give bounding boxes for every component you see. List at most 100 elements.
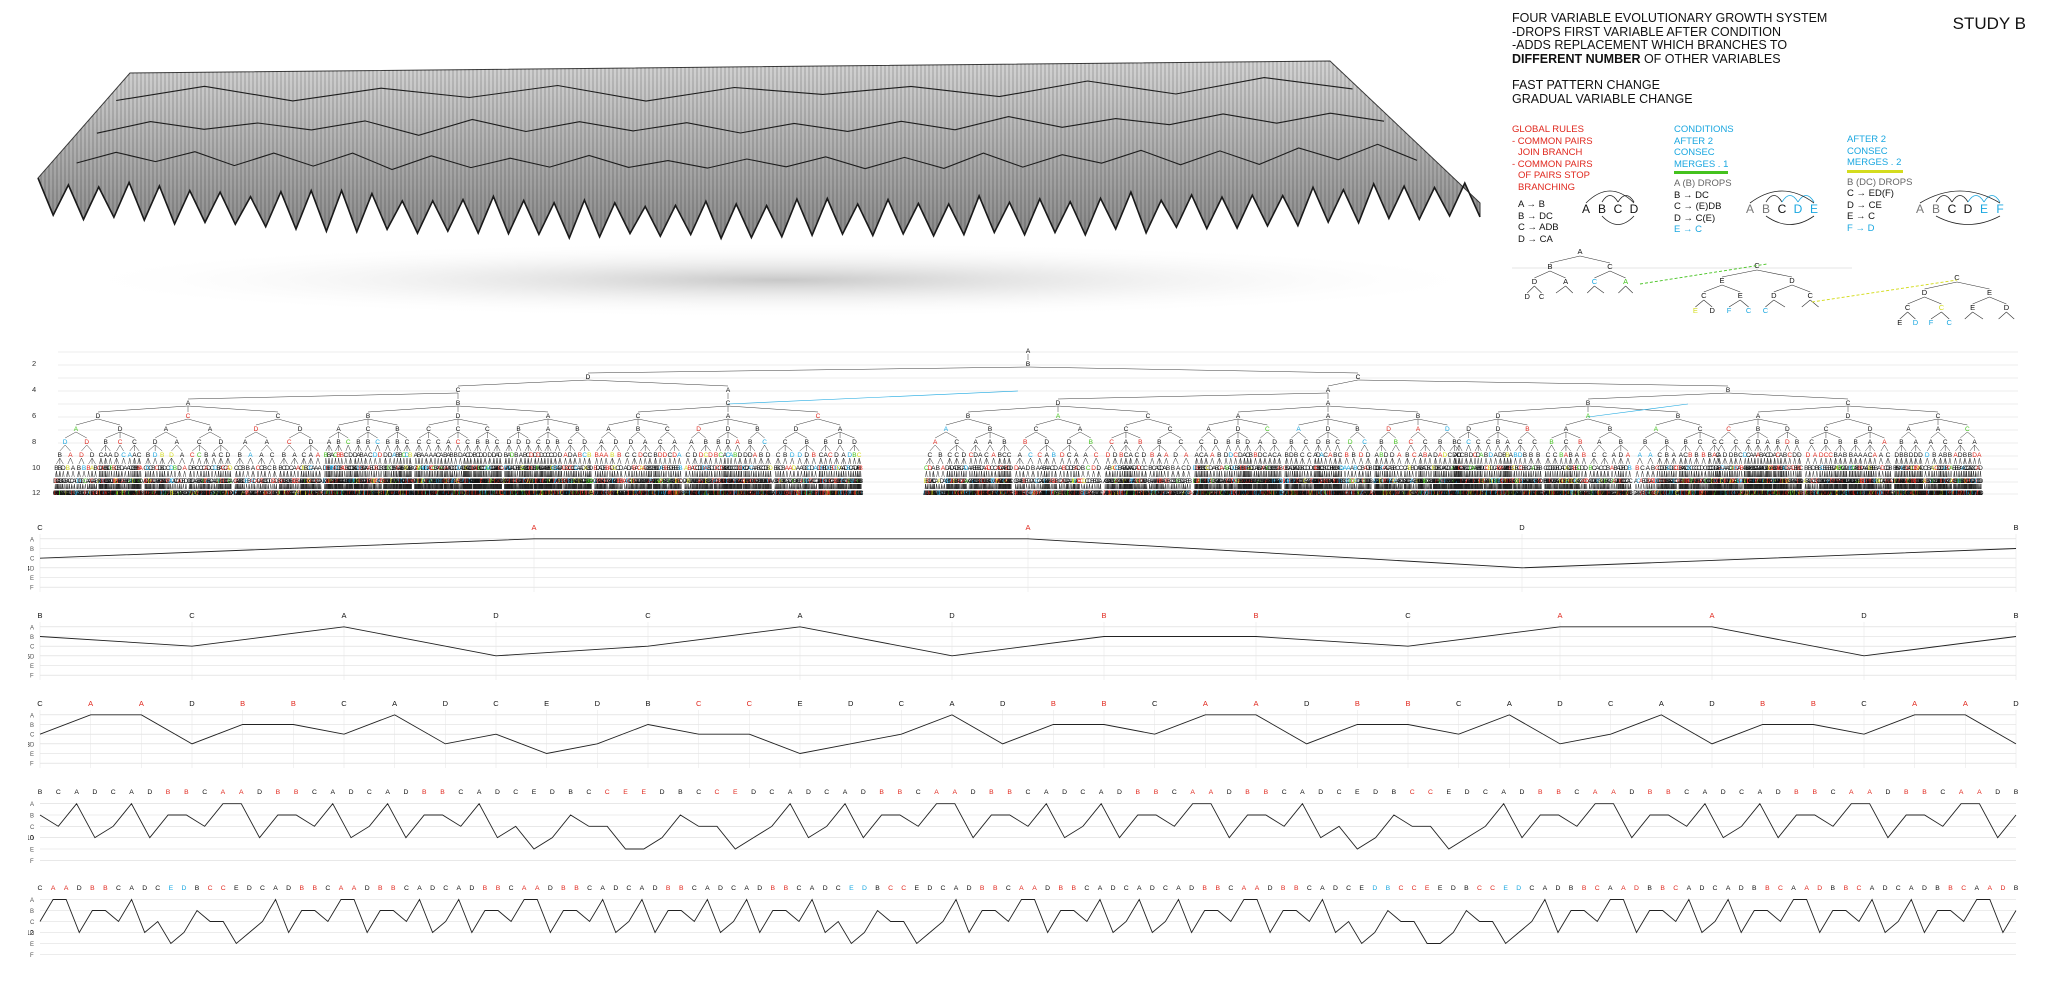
mini-tree-edge: [1550, 256, 1580, 263]
mini-tree-edge: [1757, 270, 1792, 277]
tree-edge: [339, 419, 368, 425]
mini-tree-node: C: [1539, 292, 1545, 301]
mini-tree-node: C: [1592, 277, 1598, 286]
tree-edge: [458, 406, 548, 412]
mini-tree-node: B: [1547, 262, 1552, 271]
tree-edge: [728, 406, 818, 412]
tree-edge: [278, 419, 300, 425]
mini-tree-edge: [1594, 286, 1604, 293]
mini-tree-edge: [1587, 286, 1594, 293]
mini-tree-node: E: [1693, 306, 1698, 315]
relation-graph-3: ABCDEF: [1916, 191, 2004, 225]
mini-tree-edge: [1999, 312, 2007, 319]
generation-tick: 10: [32, 463, 40, 472]
tree-edge: [1058, 419, 1080, 425]
tree-edge: [458, 419, 487, 425]
tree-edge: [946, 419, 968, 425]
tree-edge: [368, 406, 458, 412]
tree-edge: [638, 406, 728, 412]
graph-node-label: F: [1996, 202, 2003, 216]
tree-edge: [699, 419, 728, 425]
graph-arc: [1936, 216, 2000, 225]
tree-edge: [1328, 380, 1358, 386]
tree-edge: [188, 406, 278, 412]
tree-edge: [1058, 406, 1148, 412]
header-line-5: FAST PATTERN CHANGE: [1512, 79, 2032, 93]
graph-node-label: B: [1762, 202, 1770, 216]
tree-edge: [368, 419, 397, 425]
tree-edge: [188, 419, 210, 425]
generation-tick: 12: [32, 488, 40, 497]
mini-tree-link: [1812, 280, 1957, 302]
mini-tree-node: C: [1763, 306, 1769, 315]
tree-edge: [728, 419, 757, 425]
mini-tree-node: E: [1897, 318, 1902, 327]
render-fiber-texture: [38, 61, 1480, 239]
header-line-3: -ADDS REPLACEMENT WHICH BRANCHES TO: [1512, 39, 2032, 53]
tree-edge: [188, 393, 458, 399]
mini-tree-edge: [1774, 285, 1792, 292]
graph-node-label: D: [1794, 202, 1803, 216]
tree-edge: [818, 419, 840, 425]
rules-panel: GLOBAL RULES - COMMON PAIRS JOIN BRANCH …: [1512, 124, 2042, 339]
header-line-4: DIFFERENT NUMBER OF OTHER VARIABLES: [1512, 53, 2032, 67]
mini-tree-edge: [1722, 270, 1757, 277]
mini-trees: ABCDACADCCEDCEDCEDFCCCDECCEDEDFC: [1512, 247, 2014, 327]
mini-tree-node: D: [2004, 303, 2010, 312]
mini-tree-node: C: [1939, 303, 1945, 312]
graph-node-label: A: [1582, 202, 1590, 216]
mini-tree-node: D: [1524, 292, 1530, 301]
tree-edge: [98, 406, 188, 412]
relation-graph-2: ABCDE: [1746, 191, 1818, 225]
mini-tree-node: D: [1789, 276, 1795, 285]
tree-generation-ticks: 24681012: [32, 359, 40, 497]
mini-tree-edge: [1626, 286, 1633, 293]
graph-node-label: A: [1916, 202, 1924, 216]
graph-node-label: C: [1948, 202, 1957, 216]
mini-tree-edge: [1973, 312, 1983, 319]
tree-edge: [429, 419, 458, 425]
mini-tree-node: E: [1987, 288, 1992, 297]
mini-tree-node: C: [1946, 318, 1952, 327]
mini-tree-node: A: [1577, 247, 1582, 256]
graph-node-label: B: [1598, 202, 1606, 216]
mini-tree-edge: [2006, 312, 2014, 319]
mini-tree-node: C: [1607, 262, 1613, 271]
graph-node-label: C: [1778, 202, 1787, 216]
mini-tree-node: A: [1623, 277, 1628, 286]
mini-tree-node: E: [1970, 303, 1975, 312]
tree-edge: [1036, 419, 1058, 425]
tree-edge: [1058, 393, 1328, 399]
mini-tree-node: E: [1738, 291, 1743, 300]
render-shadow: [60, 242, 1500, 318]
tree-edge: [588, 367, 1028, 373]
mini-tree-edge: [1580, 256, 1610, 263]
relation-graph-1: ABCD: [1582, 191, 1639, 225]
mini-tree-node: A: [1563, 277, 1568, 286]
mini-tree-node: C: [1954, 273, 1960, 282]
tree-edge: [1358, 380, 1728, 386]
study-label: STUDY B: [1953, 14, 2026, 34]
mini-tree-node: F: [1727, 306, 1732, 315]
header-line-4-rest: OF OTHER VARIABLES: [1640, 52, 1780, 66]
mini-tree-node: D: [1709, 306, 1715, 315]
mini-tree-edge: [1957, 282, 1990, 289]
mini-tree-node: C: [1701, 291, 1707, 300]
graph-node-label: E: [1980, 202, 1988, 216]
mini-tree-node: D: [1532, 277, 1538, 286]
tree-edge: [519, 419, 548, 425]
tree-edge: [609, 419, 638, 425]
mini-tree-node: C: [1746, 306, 1752, 315]
generation-tick: 2: [32, 359, 36, 368]
growth-tree: 24681012 ABDCADADBBDCBCDDBCCBABACBDCDDBB…: [28, 344, 2028, 504]
tree-edge: [968, 419, 990, 425]
3d-growth-render: [20, 28, 1500, 328]
generation-tick: 6: [32, 411, 36, 420]
mini-tree-node: C: [1905, 303, 1911, 312]
generation-tick: 4: [32, 385, 36, 394]
graph-arc: [1766, 216, 1814, 225]
mini-tree-edge: [1973, 297, 1990, 304]
mini-tree-node: E: [1719, 276, 1724, 285]
mini-tree-edge: [1965, 312, 1973, 319]
